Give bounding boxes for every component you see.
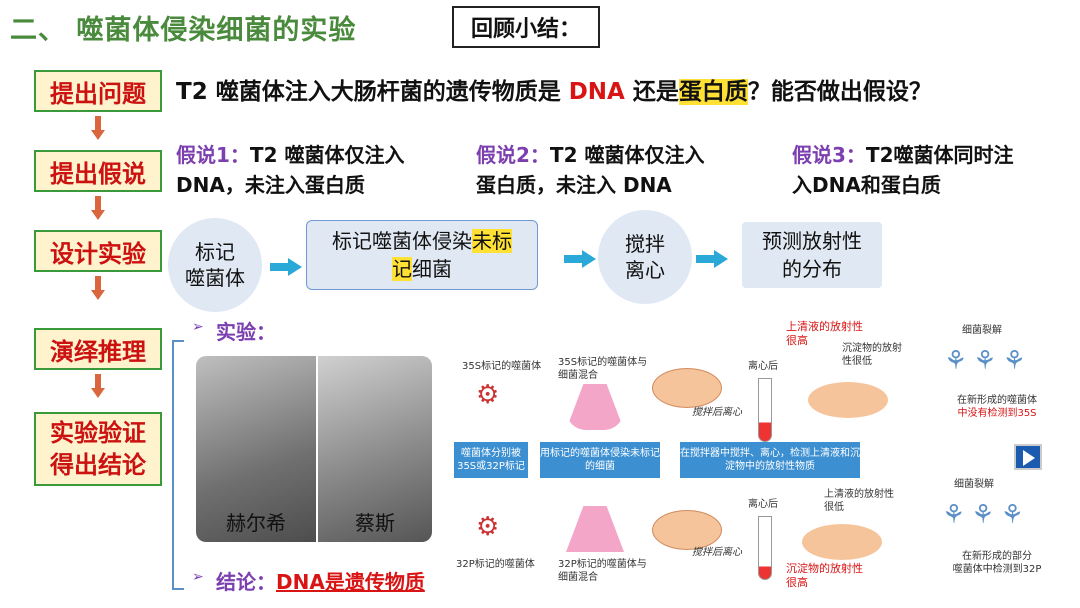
flask-icon [566, 384, 624, 430]
band-infect: 用标记的噬菌体侵染未标记的细菌 [540, 442, 660, 478]
step-design: 设计实验 [34, 230, 162, 272]
stir-label-top: 搅拌后离心 [692, 407, 742, 418]
question-text: T2 噬菌体注入大肠杆菌的遗传物质是 DNA 还是蛋白质？能否做出假设？ [176, 79, 932, 105]
dna-term: DNA [568, 79, 625, 105]
centrifuge-label-top: 离心后 [748, 361, 778, 372]
page-title: 二、 噬菌体侵染细菌的实验 [10, 15, 357, 46]
hypothesis-3: 假说3：T2噬菌体同时注 入DNA和蛋白质 [792, 143, 1014, 197]
stir-label-bottom: 搅拌后离心 [692, 547, 742, 558]
tube-icon [758, 516, 772, 580]
experiment-diagram: 35S标记的噬菌体 ⚙ 35S标记的噬菌体与细菌混合 搅拌后离心 离心后 上清液… [448, 320, 1060, 590]
step-hypothesis: 提出假说 [34, 150, 162, 192]
bacterium-icon [652, 368, 722, 408]
tube-icon [758, 378, 772, 442]
protein-term: 蛋白质 [678, 79, 748, 105]
hershey-name: 赫尔希 [226, 511, 286, 535]
step-deduction: 演绎推理 [34, 328, 162, 370]
band-label-phage: 噬菌体分别被35S或32P标记 [454, 442, 528, 478]
phage-icon: ⚙ [476, 512, 500, 542]
chase-name: 蔡斯 [355, 511, 395, 535]
lysis-label-top: 细菌裂解 [962, 325, 1002, 336]
p32-phage-label: 32P标记的噬菌体 [456, 559, 535, 570]
hypothesis-2: 假说2：T2 噬菌体仅注入 蛋白质，未注入 DNA [476, 143, 705, 197]
phage-group-icon: ⚘⚘⚘ [942, 500, 1030, 530]
bacterium-icon [802, 524, 882, 560]
bullet-icon: ➢ [192, 319, 204, 335]
bacterium-icon [808, 382, 888, 418]
stir-centrifuge-circle: 搅拌离心 [598, 210, 692, 304]
sediment-low-label: 沉淀物的放射性很低 [842, 343, 902, 367]
p32-mix-label: 32P标记的噬菌体与细菌混合 [558, 559, 647, 583]
right-arrow-icon [696, 250, 728, 268]
right-arrow-icon [564, 250, 596, 268]
step-verify-conclude: 实验验证 得出结论 [34, 412, 162, 486]
down-arrow-icon [91, 374, 105, 400]
bacterium-icon [652, 510, 722, 550]
step-ask-question: 提出问题 [34, 70, 162, 112]
band-centrifuge: 在搅拌器中搅拌、离心，检测上清液和沉淀物中的放射性物质 [680, 442, 860, 478]
s35-mix-label: 35S标记的噬菌体与细菌混合 [558, 357, 648, 381]
down-arrow-icon [91, 196, 105, 222]
result-top: 在新形成的噬菌体 中没有检测到35S [957, 395, 1037, 419]
photo-chase: 蔡斯 [318, 356, 432, 542]
hypothesis-1: 假说1：T2 噬菌体仅注入 DNA，未注入蛋白质 [176, 143, 405, 197]
sediment-high-label: 沉淀物的放射性很高 [786, 562, 863, 589]
bullet-icon: ➢ [192, 569, 204, 585]
label-phage-circle: 标记噬菌体 [168, 218, 262, 312]
s35-phage-label: 35S标记的噬菌体 [462, 361, 542, 372]
infect-box: 标记噬菌体侵染未标记细菌 [306, 220, 538, 290]
conclusion: 结论：DNA是遗传物质 [216, 570, 425, 594]
centrifuge-label-bottom: 离心后 [748, 499, 778, 510]
conclusion-text: DNA是遗传物质 [276, 570, 425, 594]
flask-icon [566, 506, 624, 552]
predict-box: 预测放射性的分布 [742, 222, 882, 288]
supernatant-low-label: 上清液的放射性很低 [824, 489, 894, 513]
phage-group-icon: ⚘⚘⚘ [944, 346, 1032, 376]
result-bottom: 在新形成的部分 噬菌体中检测到32P [952, 551, 1042, 575]
supernatant-high-label: 上清液的放射性很高 [786, 320, 863, 347]
experiment-label: 实验： [216, 320, 276, 344]
right-arrow-icon [270, 258, 302, 276]
step-conclude-label: 得出结论 [50, 450, 146, 479]
bracket-divider [172, 340, 184, 590]
down-arrow-icon [91, 116, 105, 142]
down-arrow-icon [91, 276, 105, 302]
review-box: 回顾小结： [452, 6, 600, 48]
photo-hershey: 赫尔希 [196, 356, 316, 542]
lysis-label-bottom: 细菌裂解 [954, 479, 994, 490]
step-verify-label: 实验验证 [50, 418, 146, 447]
play-button[interactable] [1014, 444, 1042, 470]
phage-icon: ⚙ [476, 380, 500, 410]
